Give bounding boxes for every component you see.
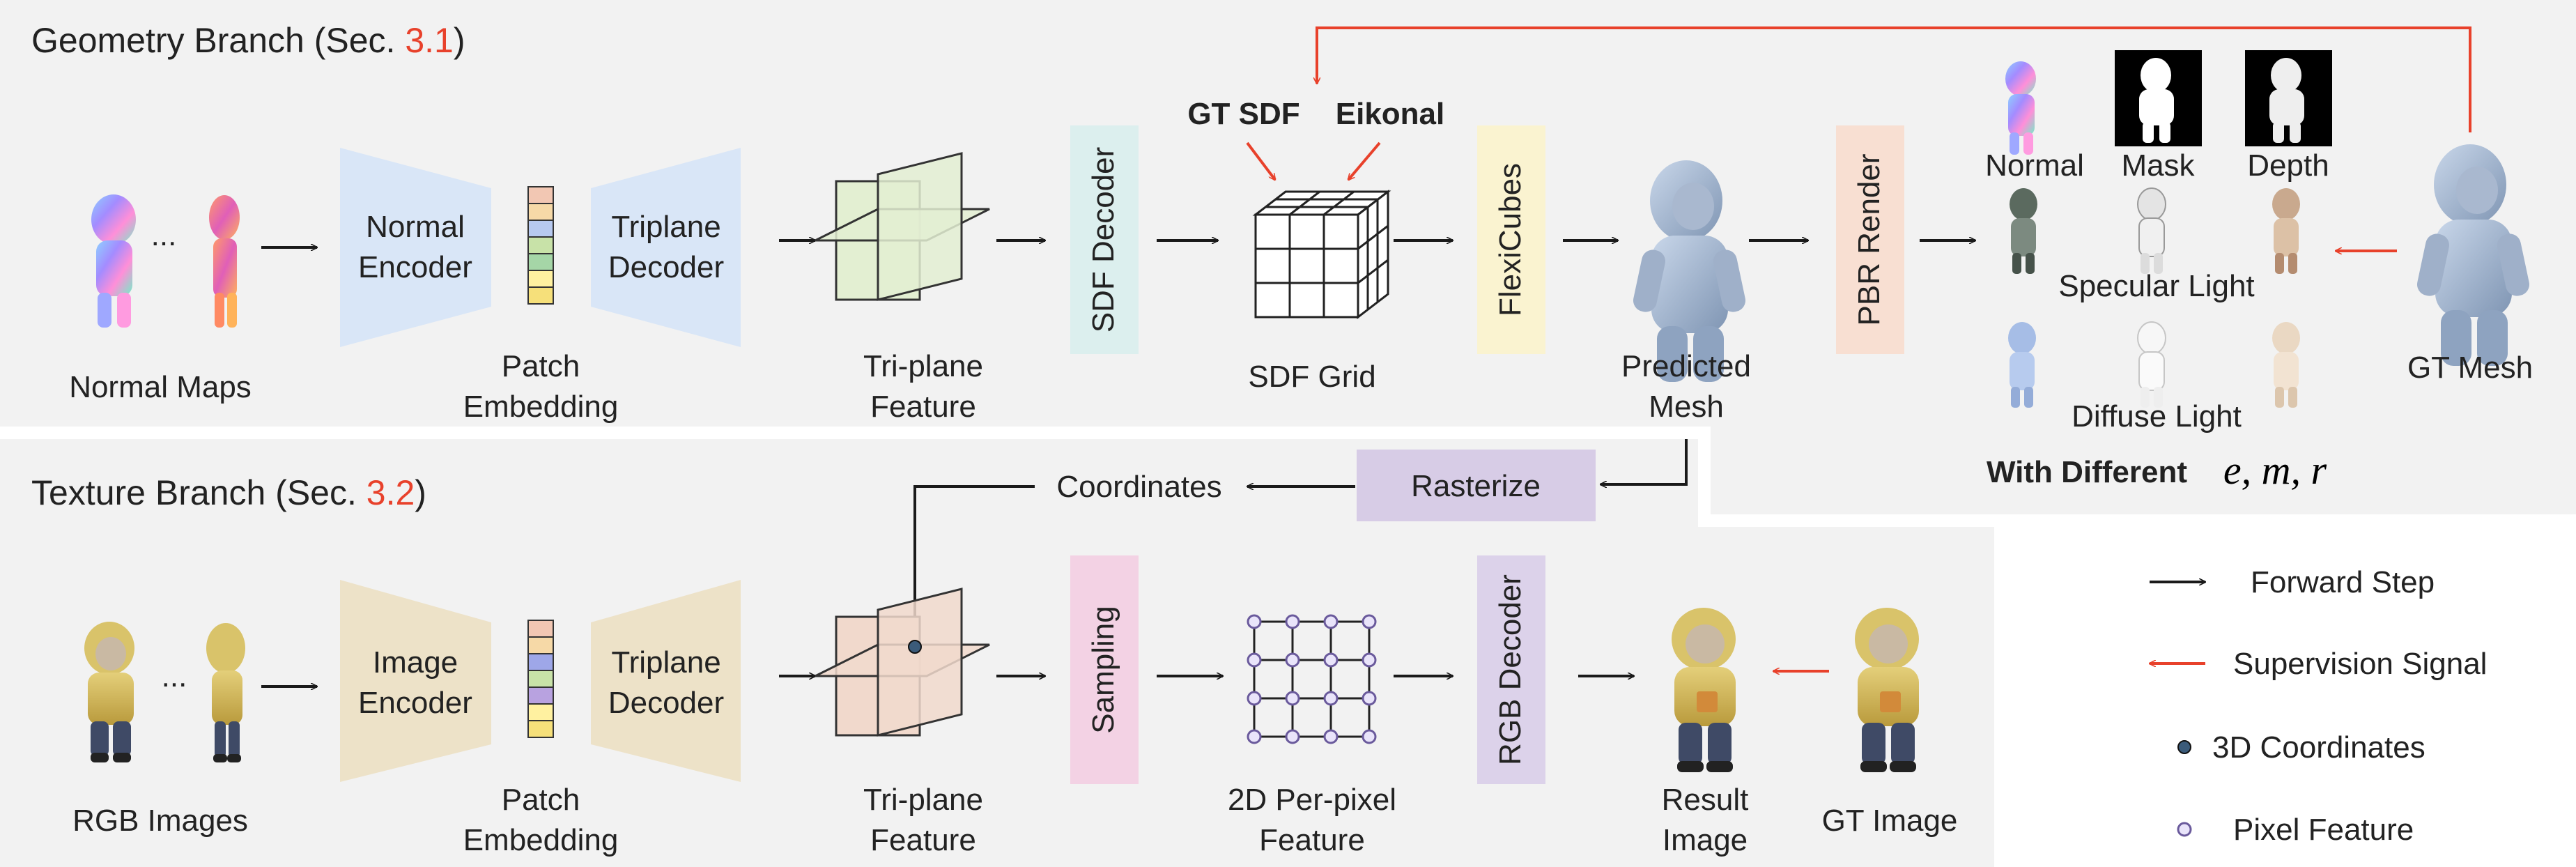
image-encoder-label-1: Image	[373, 645, 458, 680]
params-label: e, m, r	[2223, 447, 2327, 493]
sdf-decoder-block	[1070, 125, 1139, 354]
diffuse-render-1	[2008, 322, 2036, 408]
normal-maps-label: Normal Maps	[69, 370, 252, 404]
legend-forward-label: Forward Step	[2251, 565, 2435, 599]
normal-label: Normal	[1985, 148, 2084, 183]
pbr-render-block	[1836, 125, 1904, 354]
legend-supervision-label: Supervision Signal	[2233, 647, 2487, 681]
rgb-images-label: RGB Images	[72, 804, 248, 838]
flexicubes-block	[1477, 125, 1545, 354]
triplane-decoder-geo-label-2: Decoder	[608, 250, 724, 284]
depth-label: Depth	[2247, 148, 2329, 183]
patch-embedding-tex-label-2: Embedding	[463, 823, 619, 857]
normal-render-thumb	[2005, 61, 2036, 155]
normal-encoder-label-2: Encoder	[358, 250, 472, 284]
rasterize-label: Rasterize	[1411, 469, 1541, 503]
sdf-grid-label: SDF Grid	[1248, 360, 1375, 394]
rgb-images-ellipsis: ...	[162, 659, 187, 693]
result-image-label-2: Image	[1663, 823, 1748, 857]
normal-map-figure-1	[91, 194, 136, 328]
patch-embedding-geo-label-1: Patch	[502, 349, 580, 383]
arrow-eikonal-to-grid	[1348, 141, 1381, 180]
predicted-mesh-label-2: Mesh	[1649, 390, 1724, 424]
gt-mesh-figure	[2416, 144, 2530, 366]
pixel-feature-grid	[1253, 620, 1371, 738]
geometry-branch-title: Geometry Branch (Sec. 3.1)	[31, 21, 465, 60]
result-image-figure	[1672, 608, 1736, 772]
normal-map-figure-2	[209, 195, 240, 328]
arrow-gtsdf-to-grid	[1246, 141, 1275, 180]
arrow-coordinates-to-triplane	[915, 485, 1035, 638]
triplane-feature-geo	[815, 152, 990, 301]
image-encoder-block	[340, 580, 491, 782]
legend-pixel-feature-label: Pixel Feature	[2233, 813, 2414, 847]
sdf-decoder-label: SDF Decoder	[1086, 147, 1120, 333]
result-image-label-1: Result	[1662, 783, 1749, 817]
pixel-feature-nodes	[1247, 614, 1377, 744]
diffuse-render-3	[2272, 322, 2300, 408]
diffuse-light-label: Diffuse Light	[2072, 399, 2242, 434]
mask-label: Mask	[2121, 148, 2195, 183]
rgb-image-figure-2	[206, 623, 245, 762]
patch-embedding-column-tex	[527, 620, 554, 738]
coordinates-label: Coordinates	[1056, 470, 1221, 504]
legend-3d-coordinate-dot	[2177, 740, 2191, 754]
triplane-decoder-tex-label-2: Decoder	[608, 686, 724, 720]
perpixel-feature-label-2: Feature	[1259, 823, 1365, 857]
3d-coordinate-point	[908, 640, 922, 654]
perpixel-feature-label-1: 2D Per-pixel	[1228, 783, 1396, 817]
gt-mesh-label: GT Mesh	[2407, 351, 2533, 385]
mask-render-thumb	[2115, 50, 2202, 146]
legend-pixel-feature-dot	[2177, 822, 2192, 837]
sdf-grid-cube	[1252, 189, 1391, 320]
sampling-label: Sampling	[1086, 606, 1120, 733]
predicted-mesh-figure	[1633, 160, 1746, 382]
gt-sdf-label: GT SDF	[1187, 97, 1299, 131]
arrow-mesh-to-rasterize	[1601, 439, 1688, 484]
gt-image-figure	[1855, 608, 1919, 772]
rasterize-block	[1357, 450, 1596, 521]
pbr-render-label: PBR Render	[1852, 153, 1886, 325]
normal-encoder-block	[340, 148, 491, 347]
triplane-feature-tex-label-1: Tri-plane	[863, 783, 983, 817]
triplane-decoder-tex-label-1: Triplane	[611, 645, 720, 680]
triplane-decoder-block-geo	[591, 148, 741, 347]
normal-maps-ellipsis: ...	[151, 218, 177, 252]
patch-embedding-geo-label-2: Embedding	[463, 390, 619, 424]
rgb-decoder-block	[1477, 555, 1545, 784]
specular-light-label: Specular Light	[2058, 269, 2254, 303]
patch-embedding-tex-label-1: Patch	[502, 783, 580, 817]
flexicubes-label: FlexiCubes	[1493, 163, 1527, 316]
diffuse-render-2	[2137, 321, 2166, 408]
rgb-image-figure-1	[84, 622, 134, 762]
triplane-decoder-geo-label-1: Triplane	[611, 210, 720, 244]
specular-render-2	[2137, 187, 2166, 274]
predicted-mesh-label-1: Predicted	[1621, 349, 1751, 383]
eikonal-label: Eikonal	[1336, 97, 1445, 131]
triplane-feature-tex	[815, 588, 990, 737]
sampling-block	[1070, 555, 1139, 784]
supervision-loop-gtmesh-to-grid	[1317, 26, 2471, 132]
legend-3d-coordinates-label: 3D Coordinates	[2212, 730, 2425, 765]
specular-render-1	[2010, 188, 2037, 274]
triplane-decoder-block-tex	[591, 580, 741, 782]
texture-branch-title: Texture Branch (Sec. 3.2)	[31, 473, 426, 512]
rgb-decoder-label: RGB Decoder	[1493, 574, 1527, 765]
normal-encoder-label-1: Normal	[366, 210, 465, 244]
patch-embedding-column-geo	[527, 186, 554, 305]
triplane-feature-geo-label-1: Tri-plane	[863, 349, 983, 383]
specular-render-3	[2272, 188, 2300, 274]
image-encoder-label-2: Encoder	[358, 686, 472, 720]
gt-image-label: GT Image	[1822, 804, 1958, 838]
triplane-feature-tex-label-2: Feature	[870, 823, 976, 857]
triplane-feature-geo-label-2: Feature	[870, 390, 976, 424]
depth-render-thumb	[2245, 50, 2332, 146]
with-different-label: With Different	[1987, 455, 2187, 489]
